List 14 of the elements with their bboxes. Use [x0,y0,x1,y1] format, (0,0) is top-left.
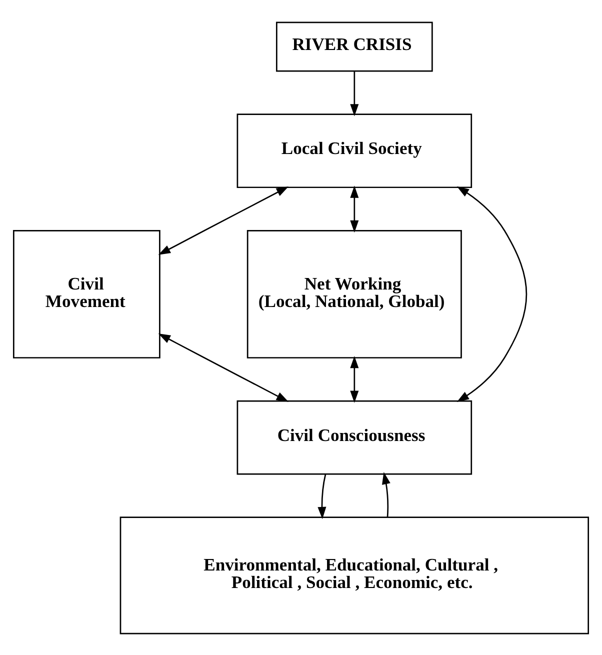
node-box: Civil Consciousness [236,400,472,474]
arrow [382,472,390,517]
arrow [318,473,326,519]
arrow [158,332,289,402]
arrow [350,70,359,116]
arrow [158,186,289,254]
node-box: Local Civil Society [236,113,472,188]
node-box: Net Working (Local, National, Global) [246,229,462,358]
node-box: RIVER CRISIS [276,21,433,72]
arrow [350,185,359,232]
node-box: Environmental, Educational, Cultural , Political , Social , Economic, etc. [120,516,589,634]
arrow [350,356,359,402]
node-box: Civil Movement [12,229,160,358]
arrow [456,186,528,402]
